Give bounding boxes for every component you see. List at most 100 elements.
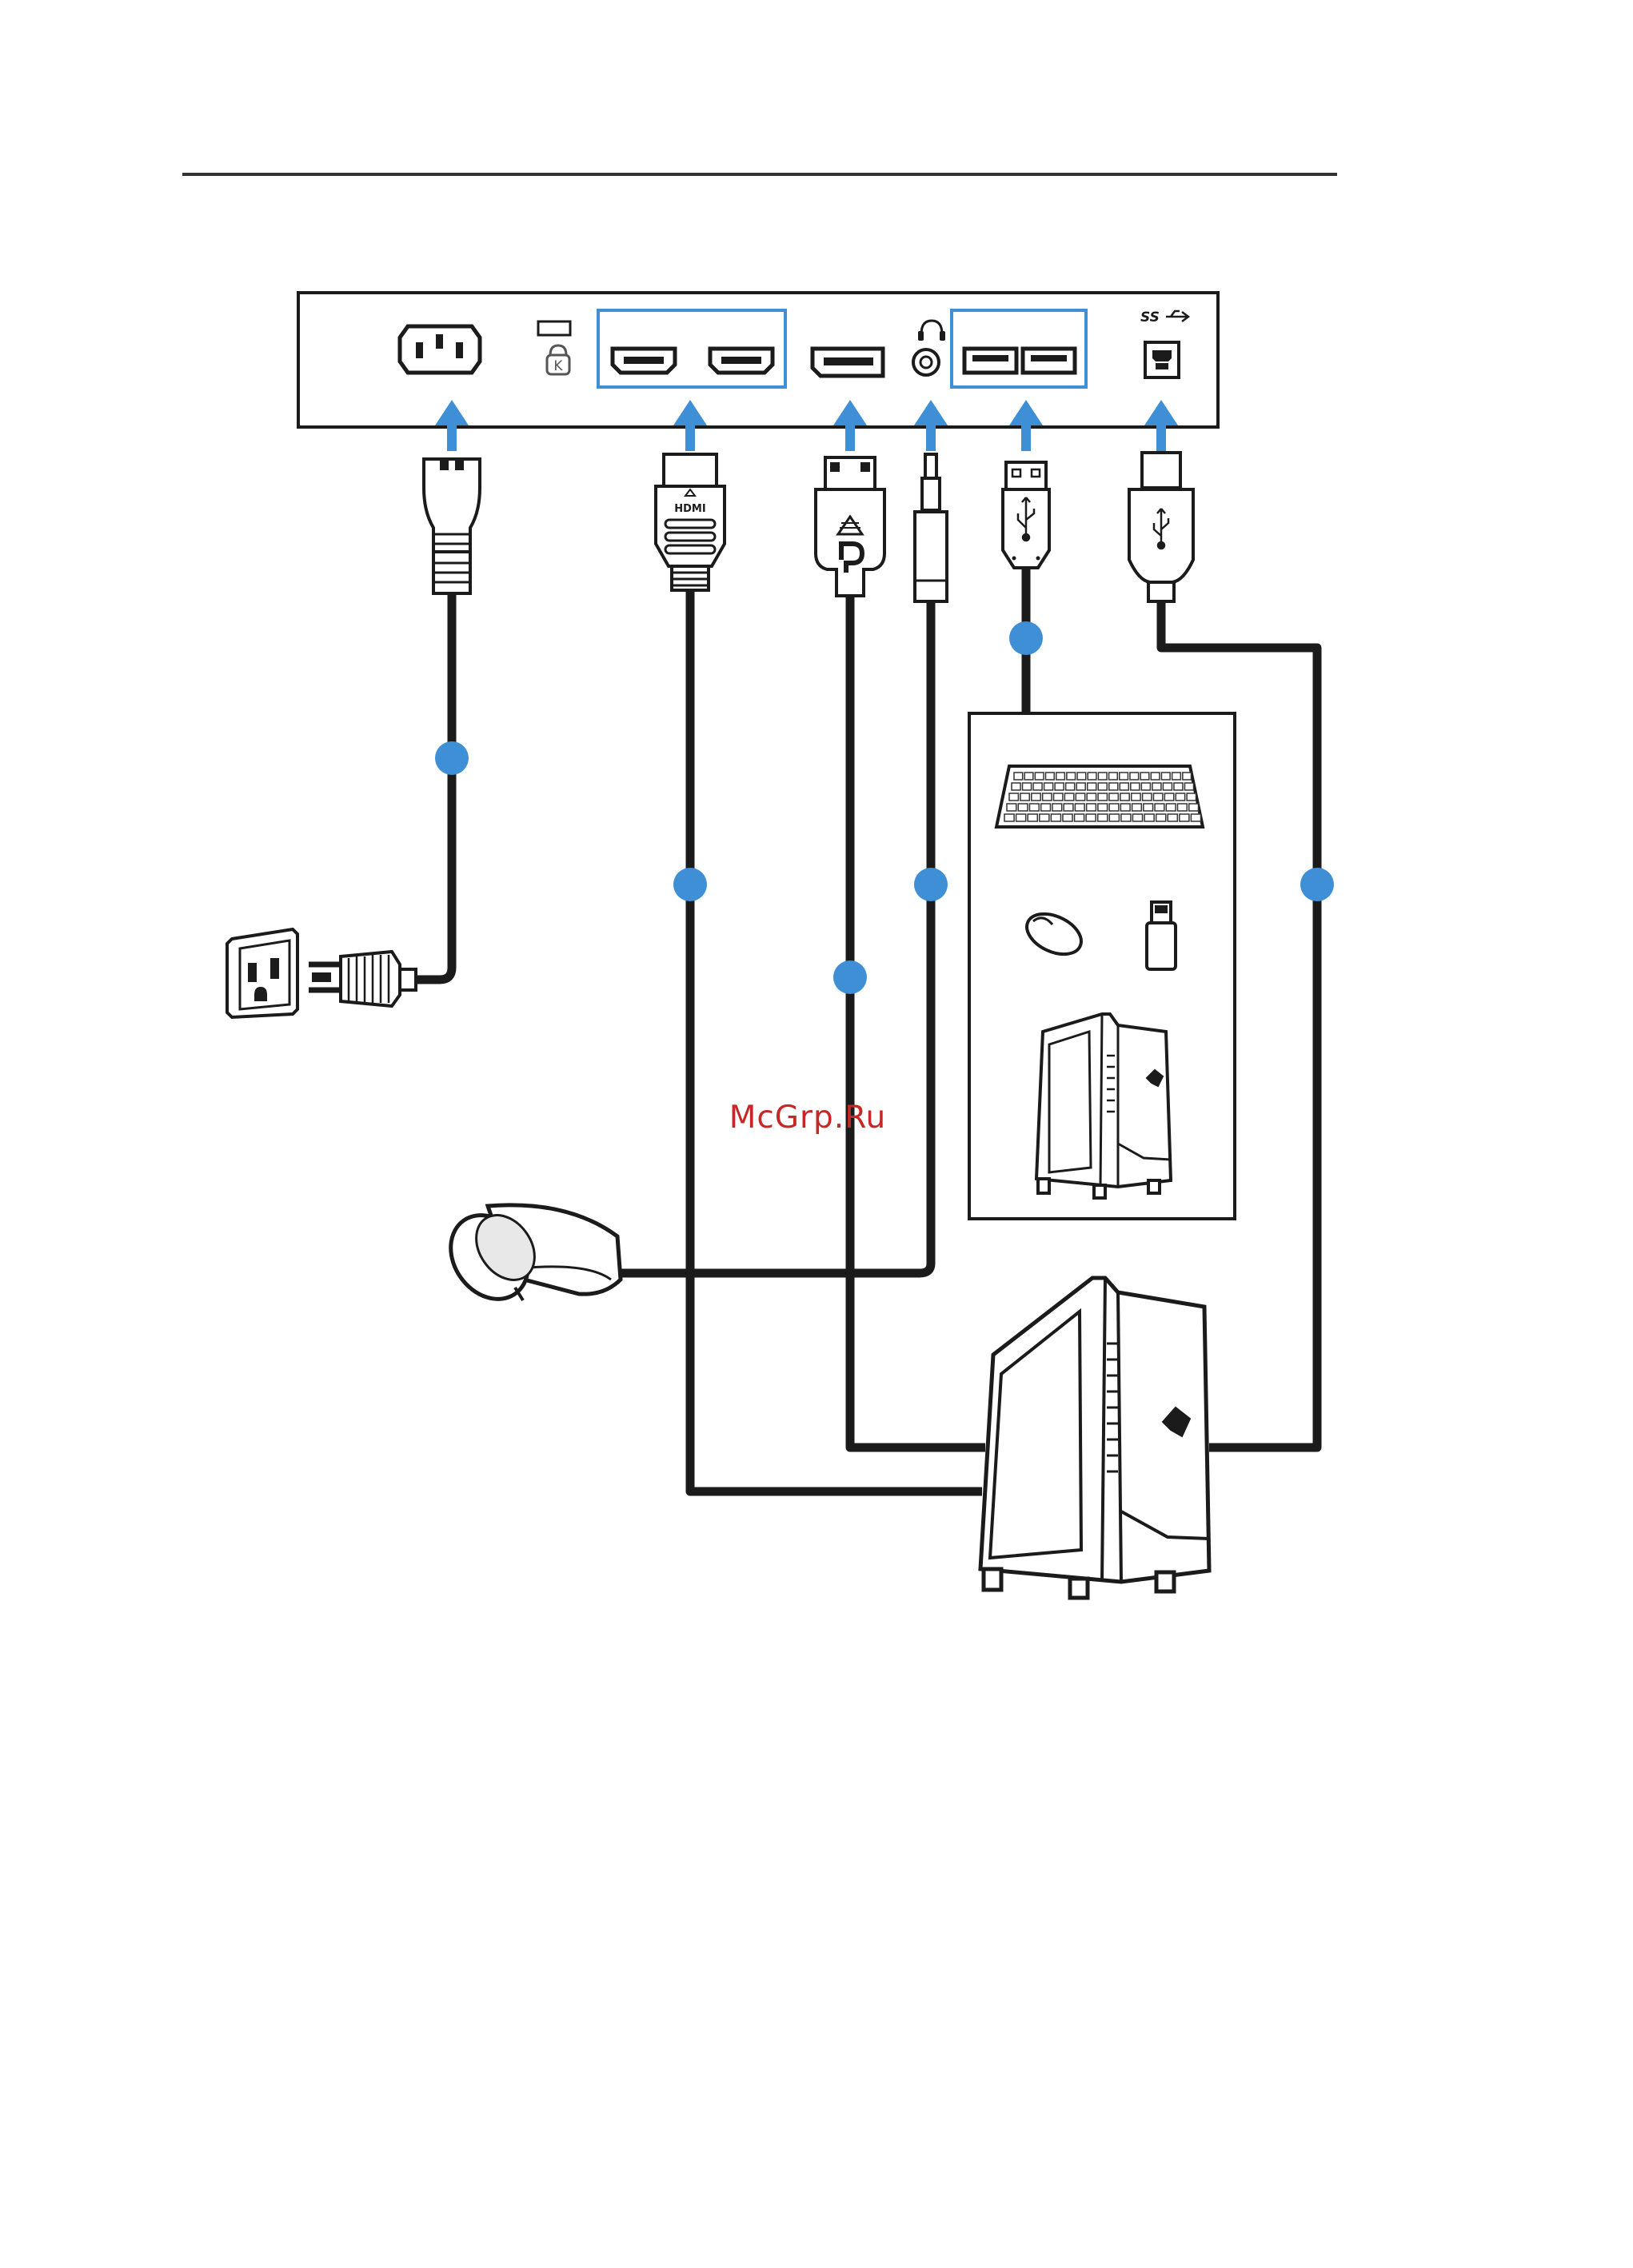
usb-flash-drive-icon [1147,902,1176,969]
keyboard-key [1086,814,1096,821]
marker-displayport-cable [833,960,867,994]
keyboard-key [1087,793,1096,801]
marker-power-cable [435,741,469,775]
displayport-port [813,349,883,376]
keyboard-key [1014,773,1023,780]
displayport-plug [816,457,884,596]
keyboard-key [1180,814,1189,821]
keyboard-key [1046,773,1055,780]
keyboard-key [1144,814,1154,821]
keyboard-key [1130,773,1139,780]
keyboard-key [1016,814,1026,821]
hdmi-plug: HDMI [656,454,725,590]
keyboard-key [1055,783,1064,790]
power-cable [413,590,452,980]
keyboard-key [1189,804,1199,811]
keyboard-key [1156,814,1166,821]
hdmi-plug-label: HDMI [674,503,705,515]
keyboard-key [1131,783,1140,790]
keyboard-key [1098,793,1107,801]
keyboard-key [1184,783,1193,790]
keyboard-key [1172,773,1181,780]
keyboard-key [1066,783,1075,790]
keyboard-key [1056,773,1065,780]
keyboard-key [1088,773,1096,780]
keyboard-key [1174,783,1183,790]
keyboard-key [1161,773,1170,780]
keyboard-key [1155,804,1164,811]
keyboard-key [1098,804,1108,811]
keyboard-key [1028,814,1037,821]
keyboard-key [1041,804,1051,811]
keyboard-key [1033,783,1042,790]
keyboard-key [1187,793,1196,801]
keyboard-key [1007,804,1016,811]
keyboard-key [1075,814,1084,821]
keyboard-key [1088,783,1096,790]
keyboard-key [1004,814,1014,821]
watermark: McGrp.Ru [704,1100,912,1136]
hdmi-cable [690,592,982,1491]
pc-tower-icon [980,1278,1209,1598]
keyboard-key [1132,793,1140,801]
keyboard-key [1166,804,1176,811]
displayport-cable [850,596,985,1447]
keyboard-key [1064,793,1073,801]
keyboard-key [1067,773,1076,780]
keyboard-key [1141,783,1150,790]
keyboard-key [1032,793,1040,801]
keyboard-key [1132,804,1142,811]
keyboard-key [1144,804,1153,811]
usb-ss-label: SS [1140,309,1160,325]
keyboard-key [1109,804,1119,811]
keyboard-key [1040,814,1049,821]
keyboard-key [1168,814,1177,821]
keyboard-key [1054,793,1063,801]
keyboard-key [1120,773,1128,780]
keyboard-key [1051,814,1060,821]
keyboard-key [1029,804,1039,811]
keyboard-icon [996,766,1203,827]
hdmi-port-1 [613,349,675,373]
keyboard-key [1176,793,1184,801]
marker-usb-a-cable [1009,621,1043,655]
usb-a-port-2 [1023,349,1075,373]
keyboard-key [1191,814,1200,821]
keyboard-key [1109,793,1118,801]
marker-audio-cable [914,868,948,901]
audio-cable [616,601,931,1273]
keyboard-key [1132,814,1142,821]
keyboard-key [1023,783,1032,790]
keyboard-key [1020,793,1029,801]
usb-b-plug [1129,453,1193,601]
keyboard-key [1164,793,1173,801]
keyboard-key [1140,773,1149,780]
keyboard-key [1087,804,1096,811]
keyboard-key [1120,783,1128,790]
keyboard-key [1012,783,1020,790]
keyboard-key [1035,773,1044,780]
power-port [400,326,480,373]
hdmi-port-2 [710,349,773,373]
keyboard-key [1152,783,1161,790]
keyboard-key [1009,793,1018,801]
keyboard-key [1076,783,1085,790]
pc-tower-small-icon [1036,1014,1171,1198]
keyboard-key [1120,793,1129,801]
keyboard-key [1077,773,1086,780]
keyboard-key [1052,804,1062,811]
keyboard-key [1120,804,1130,811]
keyboard-key [1153,793,1162,801]
wall-plug-icon [309,952,416,1006]
power-outlet-icon [227,929,297,1017]
keyboard-key [1143,793,1152,801]
power-plug-iec [424,459,480,593]
keyboard-key [1098,783,1107,790]
keyboard-key [1098,773,1107,780]
keyboard-key [1076,793,1084,801]
keyboard-key [1121,814,1131,821]
keyboard-key [1109,783,1118,790]
keyboard-key [1063,814,1072,821]
audio-plug [915,454,947,601]
keyboard-key [1098,814,1108,821]
